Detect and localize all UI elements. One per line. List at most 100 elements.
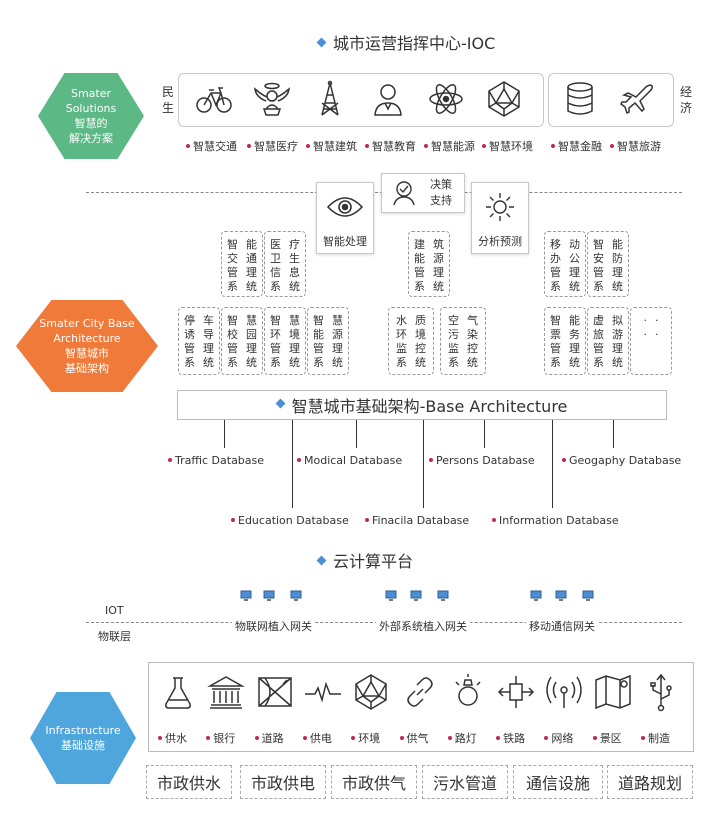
connector-line [552,420,553,508]
computer-icon [263,590,275,601]
municipal-gas: 市政供气 [331,765,417,799]
solution-label: 智慧建筑 [306,138,357,154]
system-box-lower: 水环监系质境控统 [388,307,434,375]
analysis-forecast-card: 分析预测 [471,182,529,254]
system-box-upper: 智安管系能防理统 [587,231,629,297]
bank-icon [204,670,248,714]
computer-icon [437,590,449,601]
vertical-text-column: 慧境理统 [289,314,300,369]
external-gateway: 外部系统植入网关 [376,618,470,634]
vertical-text-column: 能务理统 [569,314,580,369]
infrastructure-label: 供电 [302,730,332,746]
hex-line: 解决方案 [68,132,113,145]
vertical-text-column: 智票管系 [550,314,561,369]
iot-gateway: 物联网植入网关 [232,618,315,634]
information-database: Information Database [492,514,619,527]
vertical-text-column: 水环监系 [396,314,407,369]
solutions-panel-livelihood [178,73,544,127]
system-box-lower: 空污监系气染控统 [440,307,486,375]
education-database: Education Database [231,514,349,527]
infrastructure-label: 供气 [399,730,429,746]
vertical-text-column: ·· [655,314,659,341]
system-box-lower: 智环管系慧境理统 [264,307,306,375]
decision-label: 支持 [430,194,452,207]
traffic-database: Traffic Database [168,454,264,467]
medical-database: Modical Database [297,454,402,467]
system-box-upper: 智交管系能通理统 [221,231,263,297]
solution-label: 智慧金融 [551,138,602,154]
infrastructure-label: 环境 [351,730,380,746]
solution-label: 智慧医疗 [247,138,298,154]
vertical-text-column: 医卫信系 [270,238,281,293]
smart-processing-label: 智能处理 [323,235,367,248]
municipal-water: 市政供水 [146,765,232,799]
economy-label: 经济 [680,85,693,115]
angel-icon [250,77,294,121]
computer-icon [385,590,397,601]
page-title-text: 城市运营指挥中心-IOC [333,34,496,53]
infrastructure-label: 银行 [206,730,235,746]
municipal-power: 市政供电 [240,765,326,799]
connector-line [613,420,614,448]
person-icon [366,77,410,121]
persons-database: Persons Database [429,454,535,467]
solutions-panel-economy [548,73,674,127]
diamond-icon [275,398,286,408]
computer-icon [582,590,594,601]
tower-icon [308,77,352,121]
base-architecture-bar: 智慧城市基础架构-Base Architecture [177,390,667,420]
computer-icon [555,590,567,601]
vertical-text-column: 智环管系 [270,314,281,369]
mobile-gateway: 移动通信网关 [526,618,598,634]
cloud-title-text: 云计算平台 [333,552,414,571]
decision-support-card: 决策支持 [381,173,465,213]
system-box-lower: 虚旅管系拟游理统 [587,307,629,375]
diamond-icon [316,37,327,48]
eye-icon [326,197,364,217]
map-road-icon [253,670,297,714]
computer-icon [290,590,302,601]
solution-label: 智慧旅游 [610,138,661,154]
pulse-icon [301,670,345,714]
vertical-text-column: 能防理统 [612,238,623,293]
atom-icon [424,77,468,121]
lamp-icon [446,670,490,714]
system-box-lower: 智能管系慧源理统 [307,307,349,375]
hex-line: 智慧的 [74,117,108,130]
sewage-pipeline: 污水管道 [422,765,508,799]
decision-icon [393,181,415,206]
infrastructure-panel [148,662,694,752]
database-icon [558,77,602,121]
infrastructure-label: 景区 [592,730,622,746]
diamond-icon [316,555,327,566]
infrastructure-label: 道路 [254,730,284,746]
page-title: 城市运营指挥中心-IOC [316,30,496,54]
communication-facilities: 通信设施 [513,765,603,799]
computer-icon [240,590,252,601]
hex-line: Solutions [65,102,117,115]
vertical-text-column: 停诱管系 [184,314,195,369]
system-box-lower: 智票管系能务理统 [544,307,586,375]
vertical-text-column: 建能管系 [414,238,425,293]
vertical-text-column: 能通理统 [246,238,257,293]
vertical-text-column: 智能管系 [313,314,324,369]
road-planning: 道路规划 [607,765,693,799]
infrastructure-label: 路灯 [447,730,477,746]
system-box-upper: 移办管系动公理统 [544,231,586,297]
finance-database: Finacila Database [365,514,469,527]
computer-icon [410,590,422,601]
connector-line [224,420,225,448]
system-box-lower: ···· [630,307,672,375]
system-box-lower: 停诱管系车导理统 [178,307,220,375]
smart-processing-card: 智能处理 [316,182,374,254]
system-box-upper: 建能管系筑源理统 [408,231,450,297]
vertical-text-column: 质境控统 [415,314,426,369]
map-pin-icon [591,670,635,714]
base-architecture-title: 智慧城市基础架构-Base Architecture [291,397,568,416]
infrastructure-label: 制造 [641,730,670,746]
livelihood-label: 民生 [162,85,175,115]
flask-icon [156,670,200,714]
infrastructure-label: 网络 [544,730,573,746]
